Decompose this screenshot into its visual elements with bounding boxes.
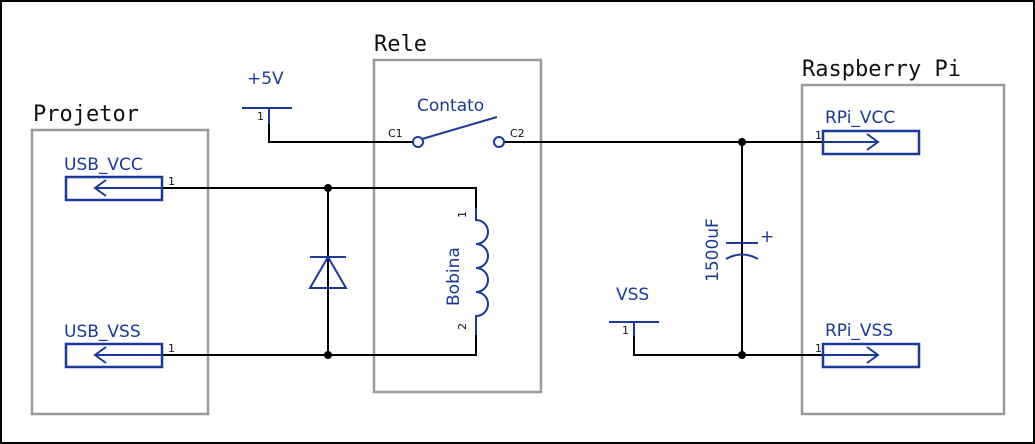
junction-dot [324, 184, 332, 192]
usb-vcc-label: USB_VCC [64, 155, 143, 175]
contact-c1-label: C1 [388, 127, 403, 140]
raspberry-title: Raspberry Pi [802, 57, 961, 82]
rpi-vcc-label: RPi_VCC [825, 108, 895, 128]
junction-dot [738, 351, 746, 359]
relay-coil [475, 208, 489, 335]
plus5v-label: +5V [247, 69, 284, 89]
vss-symbol [609, 321, 659, 336]
plus5v-pin-number: 1 [257, 110, 264, 123]
capacitor [725, 242, 759, 260]
vss-pin-number: 1 [622, 324, 629, 337]
vss-label: VSS [616, 285, 649, 305]
junction-dot [738, 138, 746, 146]
capacitor-polarity: + [760, 227, 774, 247]
contact-label: Contato [417, 96, 484, 116]
plus5v-symbol [242, 107, 292, 124]
projetor-title: Projetor [33, 102, 139, 127]
rele-block [372, 58, 543, 394]
usb-vss-label: USB_VSS [64, 322, 141, 342]
usb-vss-connector [64, 342, 164, 369]
rpi-vcc-connector [821, 129, 921, 156]
raspberry-block [800, 83, 1006, 416]
rpi-vss-connector [821, 342, 921, 369]
junction-dot [324, 351, 332, 359]
rpi-vss-label: RPi_VSS [825, 321, 893, 341]
capacitor-value: 1500uF [703, 218, 723, 282]
usb-vcc-pin-number: 1 [168, 175, 175, 188]
rpi-vcc-pin-number: 1 [815, 129, 822, 142]
diode [308, 255, 348, 289]
coil-label: Bobina [444, 247, 464, 306]
projetor-block [30, 128, 210, 416]
rpi-vss-pin-number: 1 [815, 342, 822, 355]
coil-pin-1: 1 [456, 211, 469, 218]
relay-contact-switch [412, 116, 505, 148]
rele-title: Rele [374, 32, 427, 57]
usb-vcc-connector [64, 175, 164, 202]
contact-c2-label: C2 [510, 127, 525, 140]
usb-vss-pin-number: 1 [168, 342, 175, 355]
coil-pin-2: 2 [456, 323, 469, 330]
